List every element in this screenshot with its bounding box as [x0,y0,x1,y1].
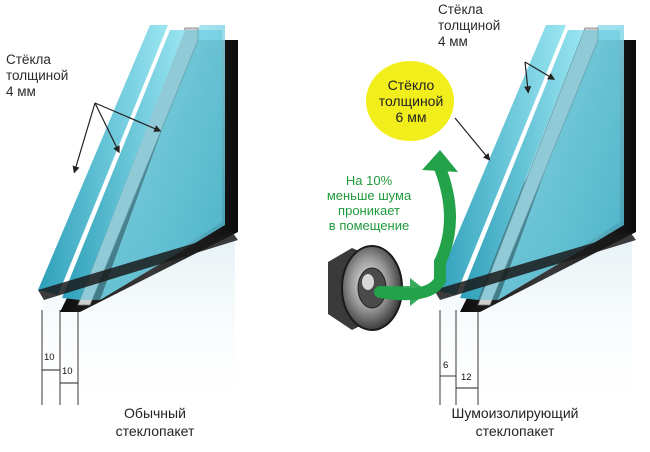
pointer-line [524,61,556,80]
label-line: Стёкло [387,77,435,93]
soundproof-glass-unit [434,25,636,420]
note-line: меньше шума [326,188,412,203]
speaker-icon [328,245,403,331]
highlight-bubble [366,61,454,141]
label-line: 4 мм [438,34,468,49]
pointer-line [94,102,162,132]
frame-bottom [434,232,636,300]
label-line: Стёкла [438,2,483,17]
note-line: проникает [338,203,400,218]
glass-face [478,30,620,300]
frame-bottom [38,232,238,300]
glass-thickness-label-right: Стёкла толщиной 4 мм [438,2,500,50]
caption-standard-unit: Обычный стеклопакет [90,404,220,440]
curved-arrow-icon [374,150,458,306]
noise-reduction-note: На 10% меньше шума проникает в помещение [314,173,424,233]
gap-dimension: 10 [44,352,55,363]
note-line: в помещение [328,218,410,233]
pointer-line [524,61,532,94]
caption-line: стеклопакет [475,423,555,439]
caption-line: Шумоизолирующий [451,405,579,421]
label-line: Стёкла [6,52,51,67]
label-line: 6 мм [395,109,427,125]
caption-line: Обычный [124,405,186,421]
caption-soundproof-unit: Шумоизолирующий стеклопакет [440,404,590,440]
label-line: толщиной [378,93,444,109]
glass-thickness-label-left: Стёкла толщиной 4 мм [6,52,68,100]
pointer-line [454,117,491,161]
gap-dimension: 6 [443,360,449,371]
glass-pane-front [38,25,168,295]
thick-glass-label: Стёкло толщиной 6 мм [374,77,448,125]
glass-pane-middle [460,30,584,300]
label-line: толщиной [6,68,69,83]
gap-dimension: 10 [62,366,73,377]
dimension-marks [41,310,79,405]
pointer-line [72,102,96,174]
dimension-marks [439,310,479,405]
caption-line: стеклопакет [115,423,195,439]
pointer-line [94,102,120,154]
glass-pane-front-thick [434,25,566,295]
note-line: На 10% [345,173,393,188]
glass-pane-middle [62,30,185,300]
standard-glass-unit [38,25,238,420]
label-line: толщиной [438,18,501,33]
gap-dimension: 12 [461,372,472,383]
glass-face [80,30,222,300]
label-line: 4 мм [6,84,36,99]
